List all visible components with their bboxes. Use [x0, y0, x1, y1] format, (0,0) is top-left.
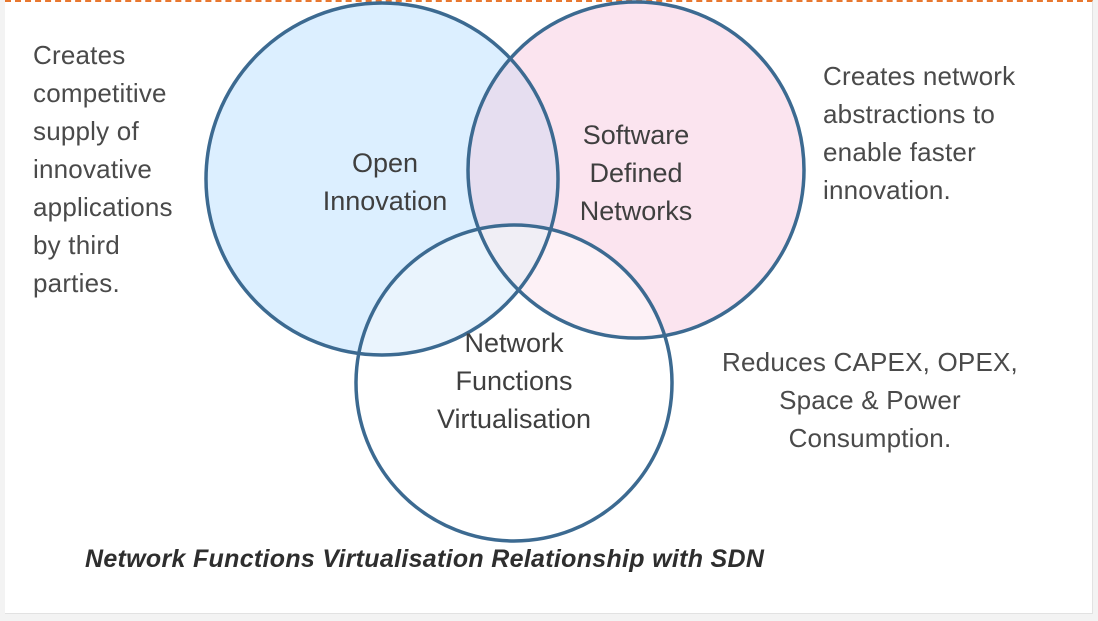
note-nfv: Reduces CAPEX, OPEX, Space & Power Consu…: [722, 347, 1018, 453]
outline-software-defined-networks: [466, 0, 806, 340]
label-line: Innovation: [323, 186, 448, 216]
label-line: Open: [352, 148, 418, 178]
note-open-innovation: Creates competitive supply of innovative…: [33, 40, 173, 298]
diagram-caption: Network Functions Virtualisation Relatio…: [85, 545, 765, 573]
label-line: Software: [583, 120, 690, 150]
label-line: Networks: [580, 196, 693, 226]
overlap-sdn-nfv: [468, 225, 672, 338]
note-sdn: Creates network abstractions to enable f…: [823, 61, 1016, 205]
outline-open-innovation: [204, 1, 560, 357]
outline-network-functions-virtualisation: [354, 223, 674, 543]
overlap-open-nfv: [356, 225, 558, 355]
label-line: Defined: [589, 158, 682, 188]
label-line: Network: [464, 328, 564, 358]
label-line: Functions: [455, 366, 572, 396]
label-line: Virtualisation: [437, 404, 591, 434]
